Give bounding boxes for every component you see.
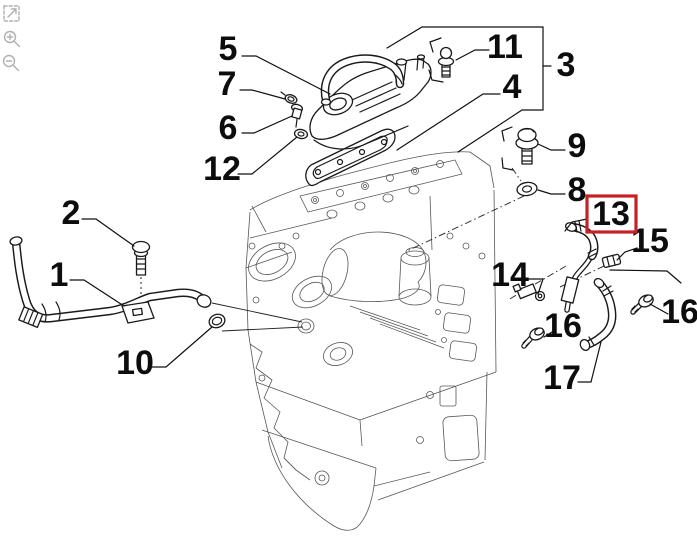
leader-8 [537,189,566,195]
oil-pan-drawing [261,429,377,531]
fit-to-view-icon[interactable] [3,5,20,22]
leader-11 [455,49,490,61]
part-elbow-hose-13 [560,220,599,313]
part-bolt-16-left [521,327,545,349]
intake-manifold-drawing [321,231,445,349]
callout-5[interactable]: 5 [219,30,238,68]
cover-nub [416,54,426,71]
part-water-pipe [9,236,212,329]
callout16b-bracket [609,269,682,284]
viewer-toolbar [2,5,21,72]
callout-16-right[interactable]: 16 [661,293,697,331]
callout-2[interactable]: 2 [62,194,81,232]
leader-7 [239,89,286,100]
cylinder-head-drawing [245,151,495,469]
callout-4[interactable]: 4 [503,68,522,106]
leader-14 [523,278,544,295]
callout-11[interactable]: 11 [487,28,523,66]
part-breather-hose [320,54,405,106]
part-bolt-16-right [630,294,654,315]
part-bolt-11 [437,46,455,78]
callout-7[interactable]: 7 [218,65,237,103]
leader-6 [241,115,293,134]
pipe1-port-line-b [221,326,304,332]
leader-12 [237,136,298,175]
callout-10[interactable]: 10 [116,344,154,382]
part-check-valve-6 [290,103,304,128]
washer8-assembly-line [406,195,525,252]
leader-13 [564,218,588,232]
pipe-mounting-tab [121,301,155,324]
callout-numbers: 1 2 3 4 5 6 7 8 9 10 11 12 13 14 15 16 1… [50,28,697,397]
leader-16b [649,303,669,315]
timing-cover-drawing [248,242,353,471]
leader-10 [151,326,213,368]
assembly-reference-lines [140,167,682,332]
part-washer-8 [516,181,538,197]
leader-5 [241,55,331,95]
callout-13[interactable]: 13 [592,195,630,233]
group-bracket-3 [386,26,552,153]
engine-block-drawing [255,189,497,501]
pipe-support-clamp [18,306,44,329]
callout-leader-lines [69,26,669,383]
leader-2 [81,218,135,247]
zoom-out-icon[interactable] [2,54,20,72]
part-bolt-2 [131,240,151,276]
leader-15 [616,247,638,261]
callout-8[interactable]: 8 [568,171,587,209]
pipe1-port-line-a [211,302,303,323]
part-bolt-9 [515,127,539,165]
callout-16-left[interactable]: 16 [544,307,582,345]
callout-6[interactable]: 6 [219,109,238,147]
callout-1[interactable]: 1 [50,256,69,294]
leader-16a [543,331,553,338]
engine-line-drawing [245,151,497,531]
hose13-assembly-line [507,265,567,301]
part-union-fitting-15 [601,253,622,269]
leader-9 [537,143,566,151]
leader-4 [396,93,501,151]
callout-3[interactable]: 3 [557,46,576,84]
oil-filler-cap [322,92,354,116]
callout-12[interactable]: 12 [203,150,241,188]
leader-1 [69,279,125,307]
callout-17[interactable]: 17 [543,359,581,397]
detail-bracket-9 [501,126,514,171]
part-hose-clamp-7 [280,91,298,104]
part-o-ring [208,313,226,329]
part-outlet-hose-17 [579,277,617,351]
leader-17 [577,341,602,383]
zoom-in-icon[interactable] [3,30,21,48]
part-grommet-12 [293,128,309,140]
part-valve-cover-gasket [305,128,396,187]
callout-9[interactable]: 9 [568,127,587,165]
highlight-box-13 [585,194,638,234]
detail-bracket-11 [428,37,444,83]
callout-14[interactable]: 14 [491,256,529,294]
